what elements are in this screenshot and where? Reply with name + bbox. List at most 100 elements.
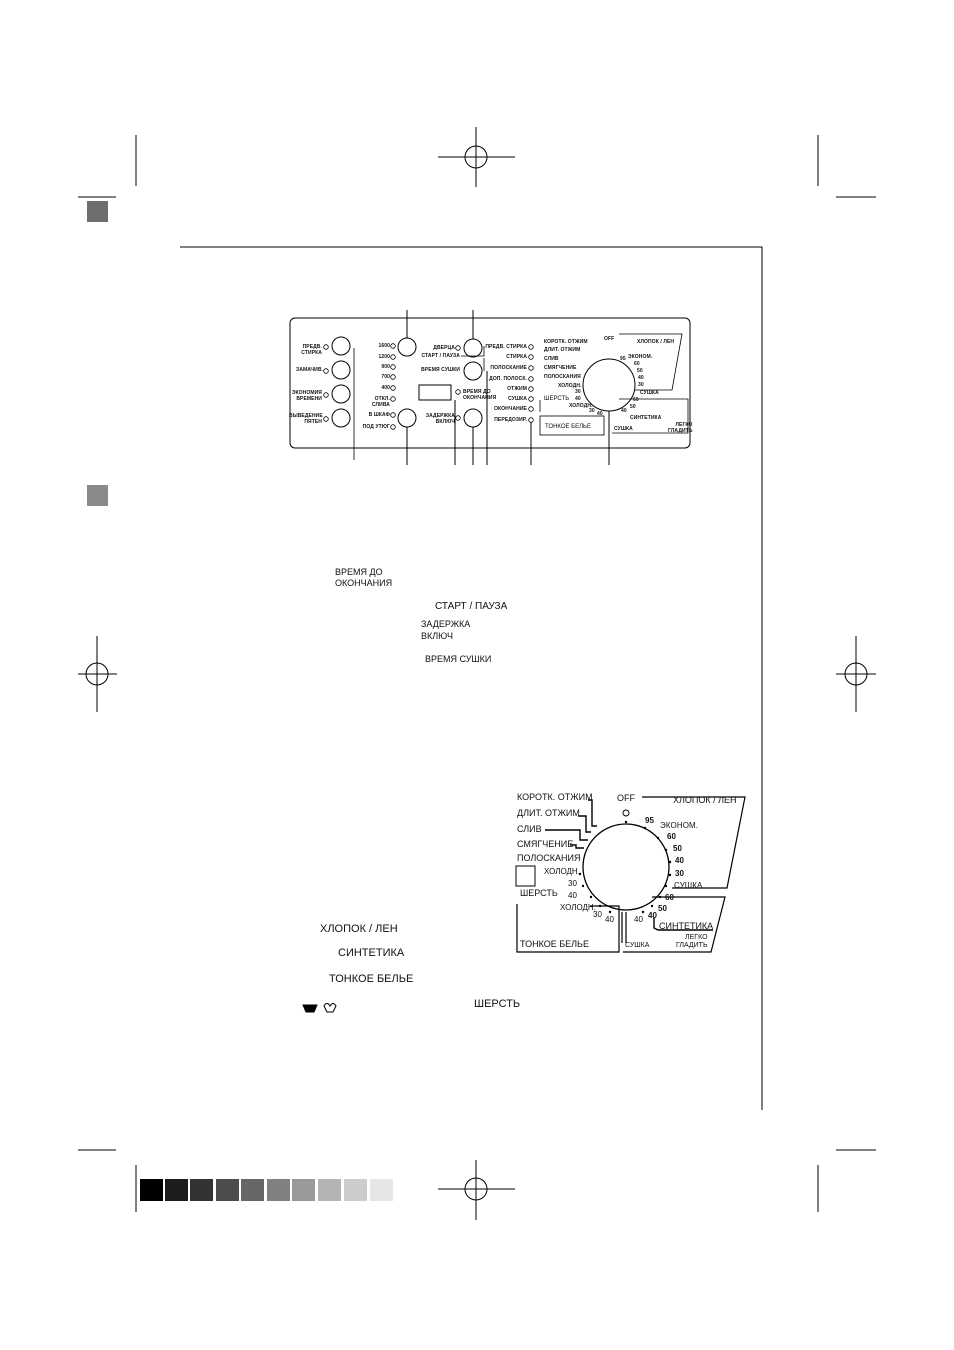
ref-cotton: ХЛОПОК / ЛЕН [320, 923, 398, 935]
panel-dial-wool: ШЕРСТЬ [544, 396, 570, 402]
phase-label: ПЕРЕДОЗИР. [494, 417, 527, 423]
spin-speed-label: 1200 [378, 354, 390, 360]
phase-label: СУШКА [508, 396, 527, 402]
dial-dry-bottom: СУШКА [625, 942, 650, 949]
spin-speed-label: 400 [381, 385, 390, 391]
phase-label: СТИРКА [506, 354, 527, 360]
registration-mark-right [836, 636, 876, 712]
time-left-label: ВРЕМЯ ДО ОКОНЧАНИЯ [463, 389, 497, 401]
panel-dial-temp: 30 [638, 382, 644, 388]
dial-easy-iron: ЛЕГКО ГЛАДИТЬ [676, 934, 708, 950]
dial-temp: 40 [648, 911, 658, 920]
dial-item: ПОЛОСКАНИЯ [517, 853, 581, 863]
gray-swatch [267, 1179, 290, 1201]
soak-label: ЗАМАЧИВ. [296, 367, 324, 373]
ref-delay-start: ЗАДЕРЖКА ВКЛЮЧ [421, 619, 471, 641]
panel-dial-temp: 95 [620, 356, 626, 362]
prewash-label: ПРЕДВ. СТИРКА [301, 344, 322, 357]
dial-delicates: ТОНКОЕ БЕЛЬЕ [520, 939, 589, 949]
dial-temp: 60 [667, 832, 677, 841]
section-marker [87, 201, 108, 222]
dial-temp: 30 [593, 910, 602, 919]
panel-dial-cotton: ХЛОПОК / ЛЕН [637, 339, 675, 345]
panel-dial-temp: ХОЛОДН. [558, 383, 582, 389]
dial-temp: ХОЛОДН. [560, 903, 596, 912]
gray-swatch [292, 1179, 315, 1201]
no-drain-label: ОТКЛ. СЛИВА [371, 396, 390, 408]
panel-dial-delicates: ТОНКОЕ БЕЛЬЕ [545, 424, 591, 430]
panel-dial-synthetics: СИНТЕТИКА [630, 415, 662, 421]
dial-temp: 30 [675, 869, 685, 878]
panel-dial-temp: ХОЛОДН. [569, 403, 593, 409]
panel-dial-temp: 60 [633, 397, 639, 403]
gray-swatch [344, 1179, 367, 1201]
panel-dial-temp: 50 [630, 404, 636, 410]
gray-swatch [370, 1179, 393, 1201]
dial-item: ДЛИТ. ОТЖИМ [517, 808, 580, 818]
gray-swatch [165, 1179, 188, 1201]
panel-dial-temp: 40 [638, 375, 644, 381]
ref-time-left: ВРЕМЯ ДО ОКОНЧАНИЯ [335, 567, 393, 588]
gray-swatch [241, 1179, 264, 1201]
panel-dial-item: СМЯГЧЕНИЕ [544, 365, 577, 371]
dial-synthetics: СИНТЕТИКА [659, 921, 714, 931]
ref-start-pause: СТАРТ / ПАУЗА [435, 601, 508, 612]
delay-start-label: ЗАДЕРЖКА ВКЛЮЧ [425, 413, 455, 425]
panel-dial-temp: 50 [637, 368, 643, 374]
phase-label: ДОП. ПОЛОСК. [489, 376, 527, 382]
dial-temp: 40 [675, 856, 685, 865]
spin-speed-label: 1600 [378, 343, 390, 349]
panel-dial-item: КОРОТК. ОТЖИМ [544, 339, 588, 345]
wool-symbols [302, 1003, 337, 1013]
panel-dial-temp: 60 [634, 361, 640, 367]
panel-dial-temp: 40 [575, 396, 581, 402]
dial-tick-dots [578, 820, 672, 914]
panel-dial-easy-iron: ЛЕГКО ГЛАДИТЬ [668, 422, 693, 434]
dial-wool: ШЕРСТЬ [520, 888, 558, 898]
dial-temp: ЭКОНОМ. [660, 821, 699, 830]
page-frame [180, 246, 763, 1110]
panel-dial-temp: 40 [621, 408, 627, 414]
stain-label: ВЫВЕДЕНИЕ ПЯТЕН [289, 413, 323, 426]
dial-temp: 40 [634, 915, 643, 924]
panel-dial-off: OFF [604, 336, 615, 342]
panel-dial-temp: 40 [597, 411, 603, 417]
dial-dry: СУШКА [674, 881, 703, 890]
dial-temp: 40 [568, 891, 577, 900]
registration-mark-bottom [438, 1160, 515, 1220]
dial-item: КОРОТК. ОТЖИМ [517, 792, 593, 802]
spin-speed-label: 900 [381, 364, 390, 370]
dial-temp: 50 [673, 844, 683, 853]
dial-off: OFF [617, 793, 635, 803]
panel-dial-item: ПОЛОСКАНИЯ [544, 374, 581, 380]
registration-mark-top [438, 127, 515, 187]
registration-mark-left [78, 636, 117, 712]
panel-dial-dry: СУШКА [640, 390, 659, 396]
panel-dial-item: ДЛИТ. ОТЖИМ [544, 347, 581, 353]
ref-delicates: ТОНКОЕ БЕЛЬЕ [329, 973, 414, 985]
spin-speed-label: 700 [381, 374, 390, 380]
ref-wool: ШЕРСТЬ [474, 998, 521, 1010]
panel-dial-item: СЛИВ [544, 356, 559, 362]
section-marker [87, 485, 108, 506]
dial-temp: ХОЛОДН. [544, 867, 580, 876]
panel-dial-temp: ЭКОНОМ. [628, 354, 653, 360]
gray-swatch [190, 1179, 213, 1201]
dial-temp: 50 [658, 904, 668, 913]
dial-temp: 60 [665, 893, 675, 902]
gray-swatch [140, 1179, 163, 1201]
iron-dry-label: ПОД УТЮГ [362, 424, 390, 430]
time-save-label: ЭКОНОМИЯ ВРЕМЕНИ [291, 390, 322, 403]
ref-synthetics: СИНТЕТИКА [338, 947, 405, 959]
start-pause-label: СТАРТ / ПАУЗА [421, 353, 460, 359]
cupboard-dry-label: В ШКАФ [368, 412, 390, 418]
dial-temp: 95 [645, 816, 655, 825]
dial-item: СМЯГЧЕНИЕ [517, 839, 574, 849]
panel-dial-temp: 30 [589, 408, 595, 414]
phase-label: ПРЕДВ. СТИРКА [485, 344, 527, 350]
dial-temp: 40 [605, 915, 614, 924]
control-panel-frame [289, 317, 691, 449]
phase-label: ОКОНЧАНИЕ [493, 406, 527, 412]
phase-label: ПОЛОСКАНИЕ [490, 365, 527, 371]
